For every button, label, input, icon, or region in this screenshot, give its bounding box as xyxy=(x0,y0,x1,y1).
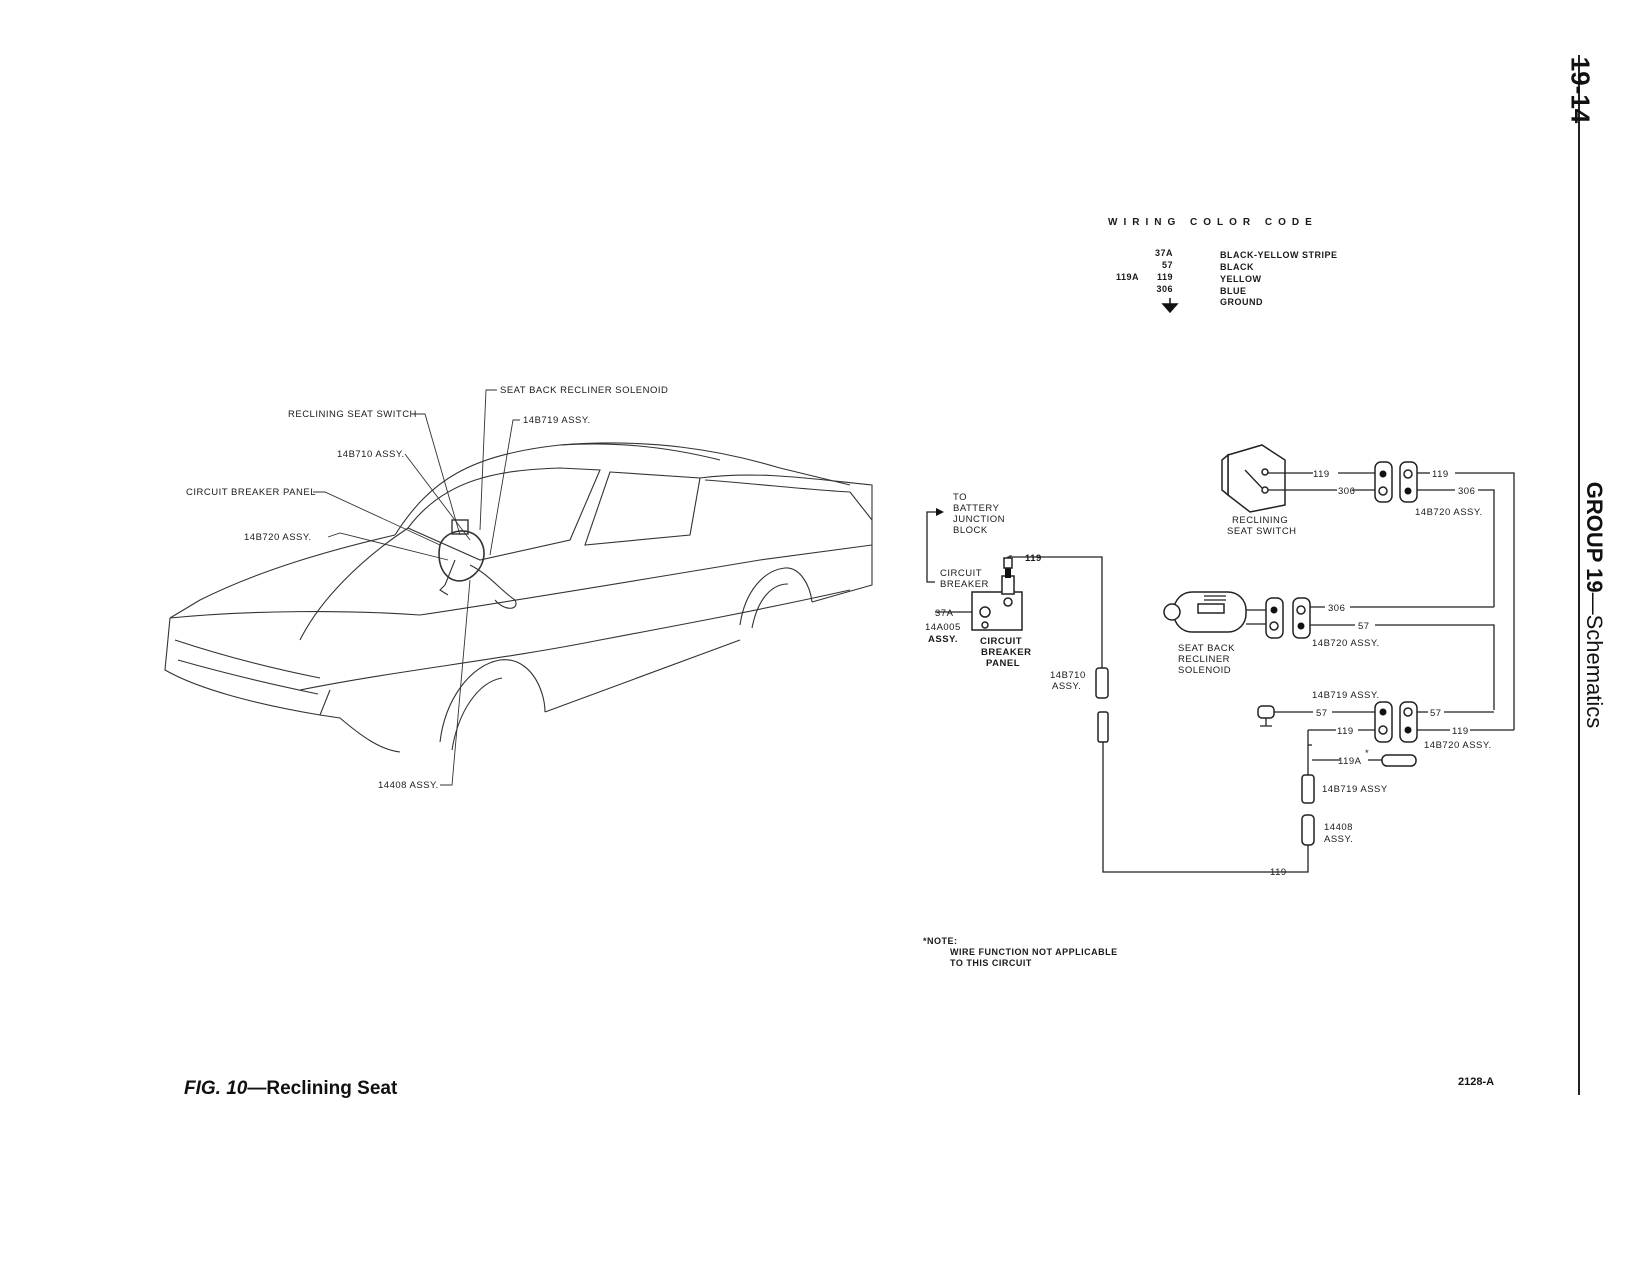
connector-14b720-top-right xyxy=(1399,461,1418,503)
car-labels: SEAT BACK RECLINER SOLENOID RECLINING SE… xyxy=(186,385,668,791)
connector-119a xyxy=(1381,754,1417,767)
label-14408-a: 14408 xyxy=(1324,822,1353,833)
page-number: 19-14 xyxy=(1565,56,1596,124)
label-battery-2: BATTERY xyxy=(953,503,1000,514)
ground-symbol-icon xyxy=(1161,298,1179,314)
label-w119-switch-r: 119 xyxy=(1432,469,1449,480)
figure-caption: FIG. 10—Reclining Seat xyxy=(184,1078,398,1099)
color-row-5-color: GROUND xyxy=(1220,297,1263,307)
label-battery-3: JUNCTION xyxy=(953,514,1005,525)
label-14408-b: ASSY. xyxy=(1324,834,1353,845)
note-line-2: TO THIS CIRCUIT xyxy=(950,958,1032,968)
connector-14b719-mid xyxy=(1374,701,1393,743)
label-w119-switch-l: 119 xyxy=(1313,469,1330,480)
label-panel-2: BREAKER xyxy=(981,647,1031,658)
label-14408: 14408 ASSY. xyxy=(378,780,439,791)
circuit-breaker-panel xyxy=(971,557,1023,631)
label-w119-bottom: 119 xyxy=(1270,867,1287,878)
reclining-seat-switch xyxy=(1221,444,1286,513)
label-w119a: 119A xyxy=(1338,756,1362,767)
label-w119-low-l: 119 xyxy=(1337,726,1354,737)
wiring-color-code: WIRING COLOR CODE 37A BLACK-YELLOW STRIP… xyxy=(1108,217,1338,314)
seat-back-recliner-solenoid xyxy=(1163,591,1247,633)
car-illustration xyxy=(164,442,873,753)
label-wire-37a: 37A xyxy=(935,608,954,619)
label-switch-1: RECLINING xyxy=(1232,515,1288,526)
label-14a005: 14A005 xyxy=(925,622,961,633)
figure-code: 2128-A xyxy=(1458,1076,1495,1088)
label-14a005-assy: ASSY. xyxy=(928,634,958,645)
label-14b719-bot: 14B719 ASSY xyxy=(1322,784,1388,795)
label-w306-sol: 306 xyxy=(1328,603,1345,614)
label-14b710: 14B710 ASSY. xyxy=(337,449,405,460)
label-switch: RECLINING SEAT SWITCH xyxy=(288,409,417,420)
label-solenoid: SEAT BACK RECLINER SOLENOID xyxy=(500,385,668,396)
color-row-4-wire: 306 xyxy=(1156,284,1173,294)
label-w306-switch-l: 306 xyxy=(1338,486,1355,497)
label-14b720-mid: 14B720 ASSY. xyxy=(1312,638,1380,649)
ground-terminal-icon xyxy=(1257,705,1275,727)
figure-number: FIG. 10 xyxy=(184,1078,248,1099)
label-breaker-2: BREAKER xyxy=(940,579,989,590)
connector-14b720-top-left xyxy=(1374,461,1393,503)
page-side-rule xyxy=(1578,55,1580,1095)
color-code-title: WIRING COLOR CODE xyxy=(1108,217,1318,228)
label-panel-1: CIRCUIT xyxy=(980,636,1022,647)
label-switch-2: SEAT SWITCH xyxy=(1227,526,1297,537)
color-row-4-color: BLUE xyxy=(1220,286,1247,296)
label-solenoid-1: SEAT BACK xyxy=(1178,643,1235,654)
label-breaker-1: CIRCUIT xyxy=(940,568,982,579)
color-row-3-alt: 119A xyxy=(1116,272,1139,282)
label-14b720-top: 14B720 ASSY. xyxy=(1415,507,1483,518)
label-breaker-panel: CIRCUIT BREAKER PANEL xyxy=(186,487,316,498)
connector-14408 xyxy=(1301,814,1315,846)
label-w57-right: 57 xyxy=(1430,708,1442,719)
arrow-right-icon xyxy=(936,508,944,516)
label-14b719: 14B719 ASSY. xyxy=(523,415,591,426)
label-w119-breaker: 119 xyxy=(1025,553,1042,564)
label-14b720: 14B720 ASSY. xyxy=(244,532,312,543)
label-14b719-mid: 14B719 ASSY. xyxy=(1312,690,1380,701)
label-solenoid-2: RECLINER xyxy=(1178,654,1230,665)
figure-title: Reclining Seat xyxy=(266,1078,398,1099)
color-row-3-color: YELLOW xyxy=(1220,274,1262,284)
note-title: *NOTE: xyxy=(923,936,958,946)
label-w306-switch-r: 306 xyxy=(1458,486,1475,497)
color-row-1-color: BLACK-YELLOW STRIPE xyxy=(1220,250,1338,260)
group-title: GROUP 19—Schematics xyxy=(1582,481,1607,729)
color-row-2-color: BLACK xyxy=(1220,262,1254,272)
label-battery-4: BLOCK xyxy=(953,525,988,536)
note-line-1: WIRE FUNCTION NOT APPLICABLE xyxy=(950,947,1118,957)
label-w119a-mark: * xyxy=(1365,748,1369,759)
label-14b720-bot: 14B720 ASSY. xyxy=(1424,740,1492,751)
label-battery-1: TO xyxy=(953,492,967,503)
group-section: Schematics xyxy=(1582,614,1607,729)
connector-14b710 xyxy=(1095,667,1109,699)
label-panel-3: PANEL xyxy=(986,658,1020,669)
label-14b710-a: 14B710 xyxy=(1050,670,1086,681)
color-row-1-wire: 37A xyxy=(1155,248,1173,258)
label-solenoid-3: SOLENOID xyxy=(1178,665,1231,676)
color-row-3-wire: 119 xyxy=(1157,272,1173,282)
car-leader-lines xyxy=(313,389,520,786)
color-row-2-wire: 57 xyxy=(1162,260,1173,270)
label-w119-low-r: 119 xyxy=(1452,726,1469,737)
connector-14b719-bottom xyxy=(1301,774,1315,804)
connector-14b710-mate xyxy=(1097,711,1109,743)
connector-solenoid-left xyxy=(1265,597,1284,639)
group-label: GROUP 19 xyxy=(1582,481,1607,593)
label-14b710-b: ASSY. xyxy=(1052,681,1081,692)
label-w57-sol: 57 xyxy=(1358,621,1370,632)
label-w57-ground: 57 xyxy=(1316,708,1328,719)
schematic: TO BATTERY JUNCTION BLOCK CIRCUIT BREAKE… xyxy=(923,444,1515,968)
connector-14b720-mid xyxy=(1292,597,1311,639)
